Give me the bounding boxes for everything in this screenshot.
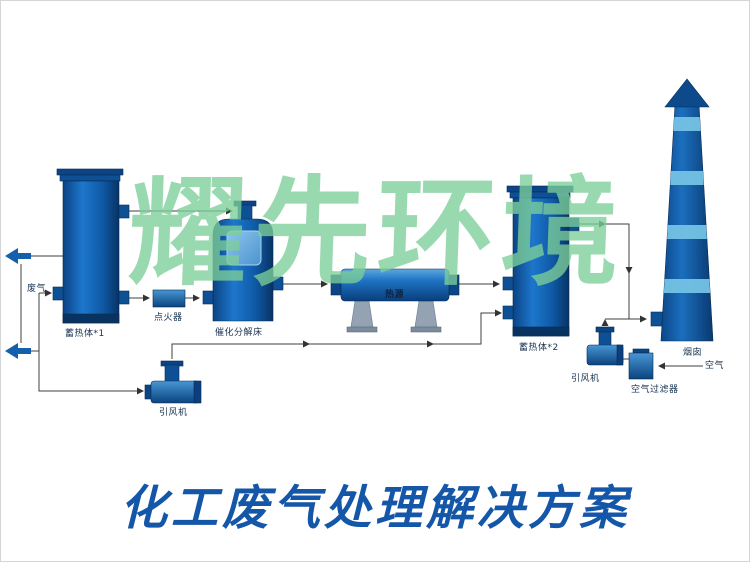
regenerator2-flange-top [506, 185, 574, 193]
heat-source-foot-left [346, 326, 378, 333]
regenerator2-flange-2 [509, 191, 571, 199]
label-air: 空气 [705, 361, 725, 371]
regenerator2-nozzle-left-lower [502, 305, 514, 320]
label-regenerator1: 蓄热体*1 [65, 329, 105, 339]
regenerator2-bottom-band [512, 326, 570, 337]
bed-top-neck [237, 204, 253, 222]
fan2-outlet-stub [598, 331, 612, 347]
catalytic-bed [202, 200, 284, 322]
regenerator2-body [512, 197, 570, 337]
label-waste-gas: 废气 [27, 284, 47, 294]
regenerator1-flange-top [56, 168, 124, 176]
page-title: 化工废气处理解决方案 [120, 481, 630, 536]
fan2 [586, 326, 624, 366]
regenerator2-nozzle-left-upper [502, 276, 514, 291]
regenerator1-bottom-band [62, 313, 120, 324]
heat-source-body [340, 268, 450, 302]
label-regenerator2: 蓄热体*2 [519, 343, 559, 353]
regenerator1-flange-2 [59, 174, 121, 182]
pipe-fan1-to-regenerator2 [171, 309, 502, 359]
label-air-filter: 空气过滤器 [631, 385, 679, 395]
regenerator2-nozzle-right [568, 217, 580, 232]
label-fan1: 引风机 [159, 408, 188, 418]
bed-window [226, 230, 262, 266]
heat-source-foot-right [410, 326, 442, 333]
regenerator1-body [62, 180, 120, 324]
chimney-nozzle [650, 311, 664, 327]
label-igniter: 点火器 [154, 313, 183, 323]
igniter-box [152, 289, 186, 308]
chimney-shaft [660, 104, 714, 342]
left-flow-arrow-icon-top [5, 248, 31, 264]
bed-nozzle-right [272, 276, 284, 291]
chimney [650, 78, 714, 342]
regenerator2-vessel [502, 185, 580, 337]
heat-source-vessel [330, 268, 460, 333]
bed-nozzle-left [202, 290, 214, 305]
heat-source-leg-right [414, 300, 438, 328]
regenerator1-nozzle-inlet [52, 286, 64, 301]
label-fan2: 引风机 [571, 374, 600, 384]
label-chimney: 烟囱 [683, 348, 703, 358]
pipe-regenerator2-to-chimney [579, 223, 647, 323]
fan1-body [150, 380, 200, 404]
heat-source-leg-left [350, 300, 374, 328]
chimney-cap [664, 78, 710, 108]
pipe-network [20, 207, 703, 395]
label-catalytic-bed: 催化分解床 [215, 328, 263, 338]
air-filter [628, 348, 654, 380]
air-filter-body [628, 352, 654, 380]
label-heat-source: 热源 [385, 290, 405, 300]
fan1-end-cap [193, 380, 202, 404]
air-filter-top-flange [632, 348, 650, 354]
fan1-outlet-stub [164, 364, 180, 384]
heat-source-flange-left [330, 274, 342, 296]
regenerator1-vessel [52, 168, 130, 324]
heat-source-flange-right [448, 274, 460, 296]
regenerator1-nozzle-top [118, 204, 130, 219]
pipe-to-fan1 [38, 293, 144, 395]
regenerator1-nozzle-mid [118, 290, 130, 305]
fan2-end-cap [616, 344, 624, 366]
fan1 [144, 360, 202, 404]
fan2-outlet-flange [595, 326, 615, 333]
left-flow-arrow-icon-bottom [5, 343, 31, 359]
